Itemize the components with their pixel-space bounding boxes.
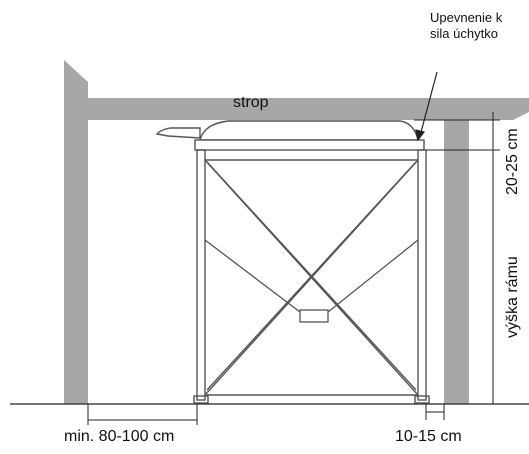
left-distance-label: min. 80-100 cm	[64, 428, 175, 445]
silo-frame	[193, 149, 430, 404]
mount-pointer	[415, 71, 438, 142]
left-distance-dimension	[87, 404, 198, 425]
mount-note-line1: Upevnenie k	[430, 10, 503, 25]
clearance-dimension	[414, 112, 500, 151]
building-structure	[64, 60, 529, 404]
right-distance-label: 10-15 cm	[395, 428, 462, 445]
ceiling-slab	[64, 98, 529, 120]
right-wall	[444, 118, 469, 404]
left-wall	[64, 60, 88, 404]
clearance-label: 20-25 cm	[504, 128, 521, 195]
silo-hopper	[204, 239, 419, 323]
mount-note-line2: sila úchytko	[430, 26, 498, 41]
frame-height-label: výška rámu	[504, 256, 521, 338]
frame-height-dimension	[486, 150, 500, 405]
ceiling-label: strop	[233, 94, 269, 111]
silo-lid	[155, 120, 425, 151]
right-distance-dimension	[425, 404, 445, 420]
